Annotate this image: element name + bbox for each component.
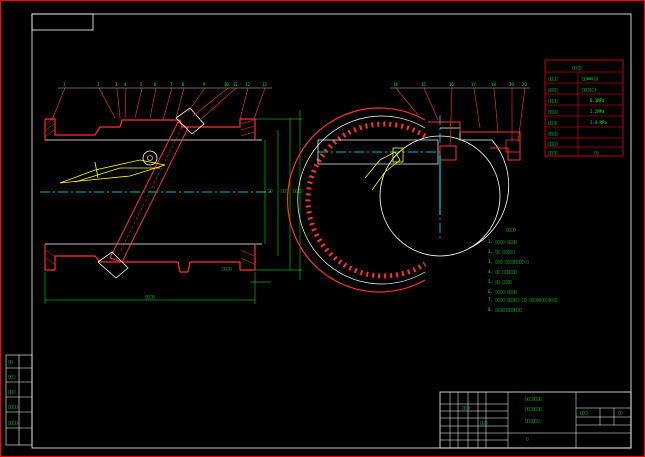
valve-end-view: 14 15 16 17 18 19 20 <box>287 82 530 293</box>
spec-value: □□□(□) <box>582 87 596 92</box>
spec-header: □□□□ <box>572 65 582 70</box>
balloon: 18 <box>491 82 496 87</box>
spec-value: 1.4 MPa <box>590 120 607 125</box>
balloon: 9 <box>203 82 206 87</box>
inner-border <box>31 13 632 449</box>
balloon: 7 <box>170 82 173 87</box>
body-bottom-outline <box>44 244 256 273</box>
body-top-outline <box>45 118 256 140</box>
balloon: 4 <box>124 82 127 87</box>
balloon-numbers-right: 14 15 16 17 18 19 20 <box>393 82 527 87</box>
spec-table: □□□□ □□□□ □□mm(□) □□□□ □□□(□) □□□□ 0.1MP… <box>544 59 624 157</box>
balloon: 12 <box>245 82 250 87</box>
spec-key: □□□□ <box>548 109 558 114</box>
spec-value: □□mm(□) <box>582 76 599 81</box>
balloon: 2 <box>97 82 100 87</box>
top-left-tag-box <box>31 13 94 31</box>
spec-value: 0.1MPa <box>590 98 605 103</box>
hinge-pin <box>142 150 158 166</box>
balloon: 10 <box>224 82 229 87</box>
balloon: 8 <box>182 82 185 87</box>
spec-key: □□□□ <box>548 87 558 92</box>
balloon: 11 <box>233 82 238 87</box>
note-line: 5. □□ □□□□ <box>488 279 513 284</box>
drawing-name: □□□□□□□ <box>525 396 542 401</box>
technical-notes: □□□□ 1. □□□□ □□□□ 2. □□ □□□□□ 3. □□□ □□□… <box>488 227 558 312</box>
dim-right: □□□ <box>281 188 289 193</box>
balloon: 16 <box>449 82 454 87</box>
balloon: 17 <box>471 82 476 87</box>
bore-circle <box>379 135 501 257</box>
note-line: 1. □□□□ □□□□ <box>488 239 517 244</box>
tb-cell: □□□ <box>580 410 588 415</box>
note-line: 4. □□ □□□□□□ <box>488 269 517 274</box>
spec-key: □□□□ <box>548 120 558 125</box>
balloon: 3 <box>115 82 118 87</box>
balloon: 5 <box>140 82 143 87</box>
tb-cell: □□ <box>618 410 623 415</box>
left-label: □□□□ <box>8 420 18 425</box>
spec-key: □□□□ <box>548 76 558 81</box>
dim-right: □□ <box>268 188 273 193</box>
balloon: 19 <box>509 82 514 87</box>
note-line: 7. □□□□-□□□□□ □□ □□□□□□□□□□□□ <box>488 297 558 302</box>
tb-cell: □□□ <box>462 405 470 410</box>
left-label: □□□□ <box>8 404 18 409</box>
left-label: □□ <box>8 359 13 364</box>
disc-arm <box>109 121 189 263</box>
dim-side-note: □□□□ <box>222 266 232 271</box>
tb-cell: □ <box>526 436 529 441</box>
balloon-leaders-left <box>51 87 266 121</box>
disc-linkage <box>59 159 166 184</box>
left-label: □□□ <box>8 389 16 394</box>
tb-cell: □□□ <box>480 420 488 425</box>
balloon-leaders-right <box>395 87 526 147</box>
notes-title: □□□□ <box>506 227 516 232</box>
balloon: 20 <box>522 82 527 87</box>
note-line: 6. □□□□ □□□□ <box>488 289 517 294</box>
spec-key: □□□□ <box>548 98 558 103</box>
spec-key: □□□□ <box>548 141 558 146</box>
balloon: 6 <box>154 82 157 87</box>
balloon: 13 <box>262 82 267 87</box>
balloon: 1 <box>63 82 66 87</box>
left-strip-labels: □□ □□□ □□□ □□□□ □□□□ <box>8 359 18 425</box>
valve-section-view: 1 2 3 4 5 6 7 8 9 10 11 12 13 <box>40 82 303 304</box>
balloon: 15 <box>421 82 426 87</box>
note-line: 2. □□ □□□□□ <box>488 249 515 254</box>
left-label: □□□ <box>8 374 16 379</box>
spec-value: 2.2MPa <box>590 109 605 114</box>
disc-end-view <box>364 147 404 191</box>
drawing-name: □□□□□□□ <box>525 406 542 411</box>
balloon: 14 <box>393 82 398 87</box>
spec-key: □□□□ <box>548 131 558 136</box>
left-strip <box>5 354 33 446</box>
dim-overall-length: □□□□ <box>145 294 155 299</box>
end-view-outer <box>287 107 426 293</box>
note-line: 8. □□□□□□□□□□□ <box>488 307 522 312</box>
spec-key: □□□□ <box>548 150 558 155</box>
title-block: □□□□□□□ □□□□□□□ □□□□□□ □□□ □□□ □ □□□ □□ <box>439 391 632 449</box>
drawing-name: □□□□□□ <box>525 418 540 423</box>
balloon-numbers-left: 1 2 3 4 5 6 7 8 9 10 11 12 13 <box>63 82 267 87</box>
spec-value: □□ <box>594 150 599 155</box>
dimension-lines <box>44 110 302 304</box>
note-line: 3. □□□ □□□□□□□□-□ <box>488 259 530 264</box>
